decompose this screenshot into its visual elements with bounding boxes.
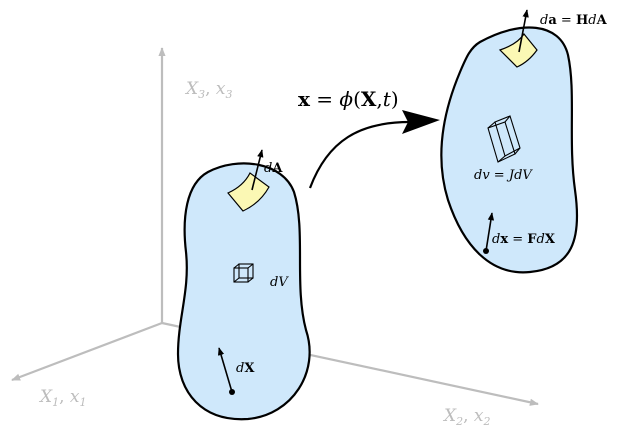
label-area-current: da = HdA bbox=[540, 13, 608, 28]
axis-label-x3: X3, x3 bbox=[184, 79, 233, 101]
area-patch-reference bbox=[227, 172, 270, 212]
axis-label-x2: X2, x2 bbox=[442, 406, 491, 428]
volume-element-reference bbox=[233, 263, 254, 283]
current-body bbox=[440, 26, 579, 274]
normal-vector-current bbox=[518, 9, 529, 53]
normal-vector-reference bbox=[251, 149, 264, 191]
line-element-reference bbox=[217, 347, 233, 393]
mapping-arrow bbox=[308, 120, 411, 189]
axis-x1 bbox=[11, 321, 163, 382]
label-area-reference: dA bbox=[264, 161, 283, 176]
reference-body bbox=[176, 162, 311, 421]
label-volume-reference: dV bbox=[270, 275, 289, 290]
mapping-arrowhead bbox=[402, 110, 440, 134]
mapping-equation: x = ϕ(X,t) bbox=[298, 87, 399, 111]
label-volume-current: dv = JdV bbox=[474, 168, 533, 183]
volume-element-current bbox=[487, 115, 521, 163]
label-line-reference: dX bbox=[236, 361, 255, 376]
line-element-current bbox=[485, 212, 495, 252]
label-line-current: dx = FdX bbox=[492, 232, 556, 247]
axis-label-x1: X1, x1 bbox=[38, 387, 87, 409]
